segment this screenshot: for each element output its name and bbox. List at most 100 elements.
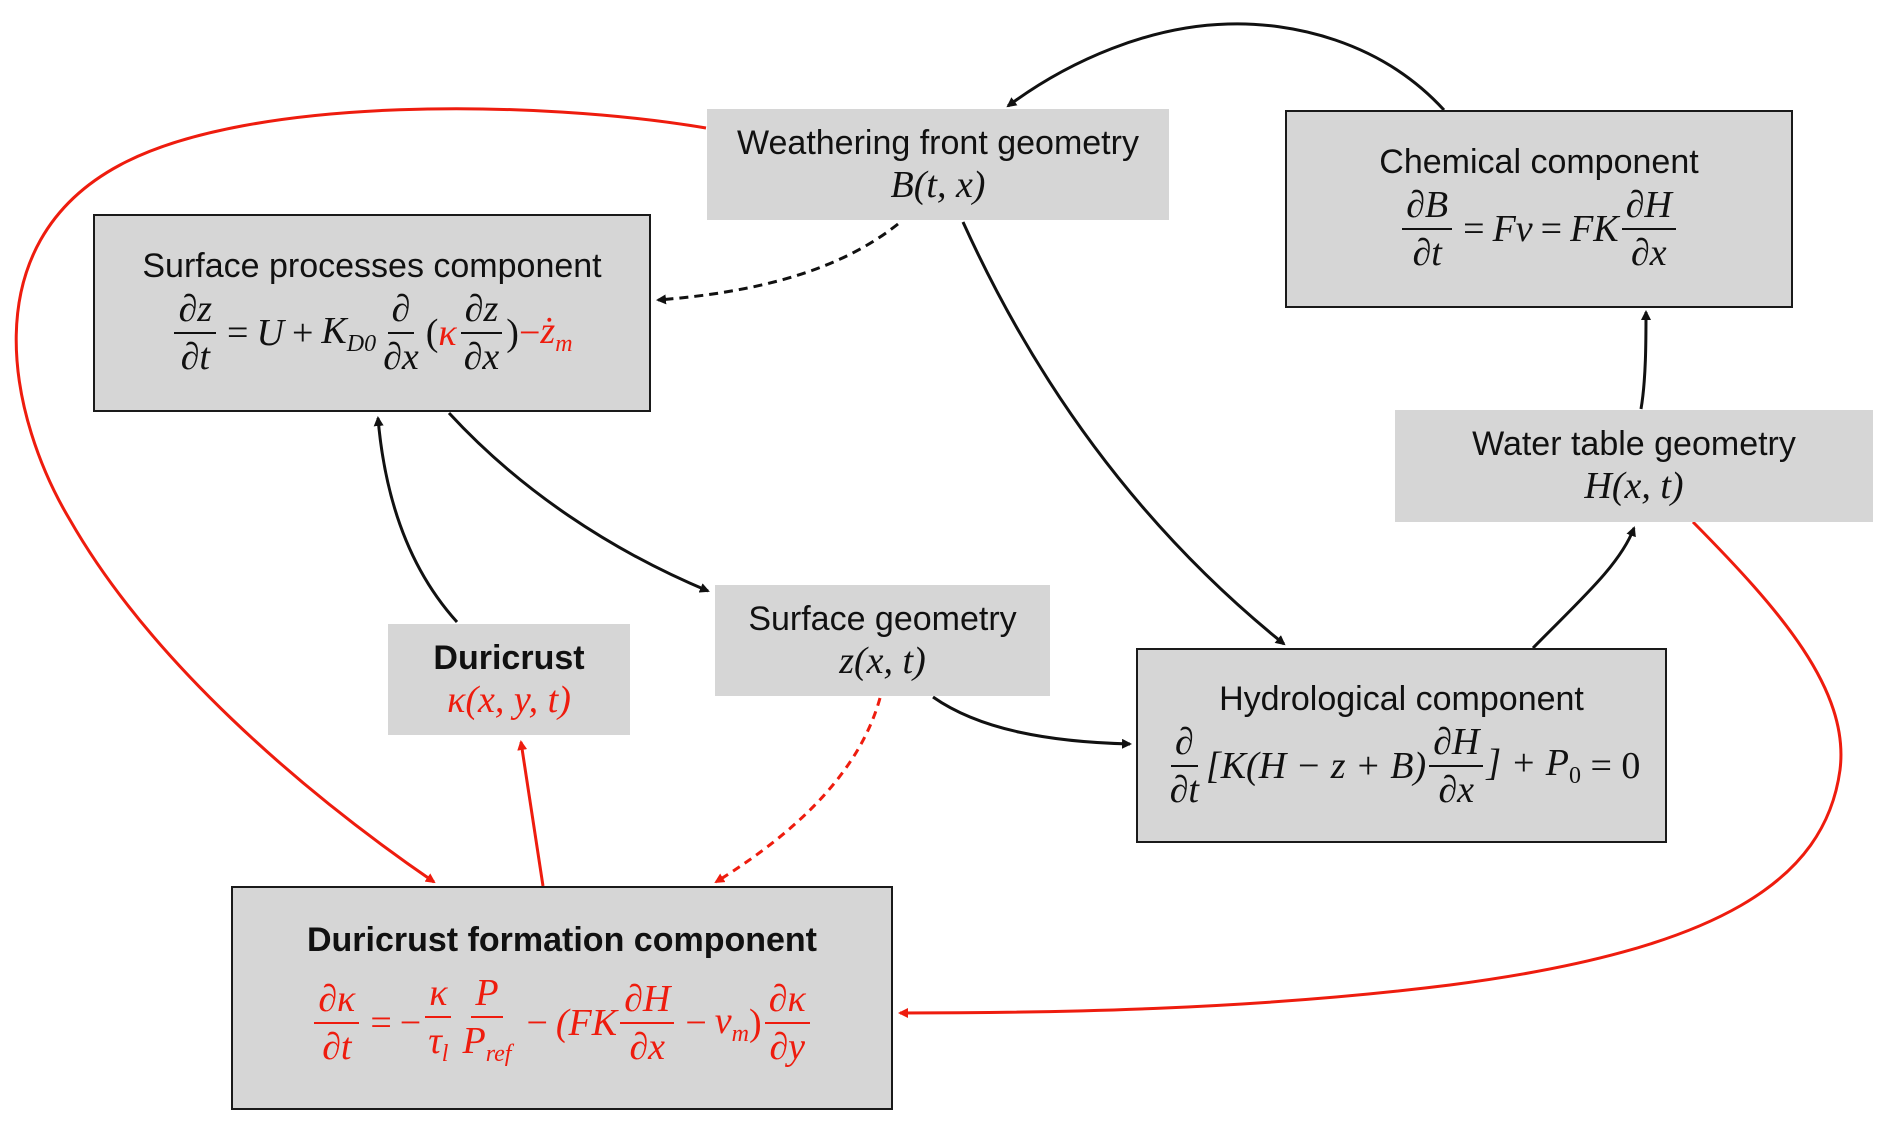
denominator: ∂x (1630, 232, 1667, 274)
numerator: P (471, 970, 503, 1018)
node-hydrological-component: Hydrological component ∂ ∂t [K(H − z + B… (1136, 648, 1667, 843)
denominator: Pref (458, 1018, 515, 1077)
numerator: ∂z (460, 286, 503, 334)
node-title: Surface processes component (142, 247, 602, 285)
numerator: ∂κ (764, 976, 810, 1024)
denominator: ∂t (1412, 232, 1442, 274)
term: Fv (1492, 208, 1533, 250)
numerator: ∂ (1170, 719, 1198, 767)
paren: ) (506, 312, 519, 354)
node-title: Surface geometry (748, 599, 1017, 638)
node-title: Duricrust formation component (306, 920, 818, 959)
numerator: ∂H (620, 976, 675, 1024)
operator: = (370, 1002, 392, 1044)
node-title: Water table geometry (1472, 425, 1796, 463)
node-duricrust-formation-component: Duricrust formation component ∂κ ∂t = − … (231, 886, 893, 1110)
edge-water-table-to-duricrust-formation (898, 520, 1843, 1018)
symbol: v (714, 999, 732, 1042)
denominator: τl (424, 1018, 452, 1077)
node-weathering-front-geometry: Weathering front geometry B(t, x) (707, 109, 1169, 220)
fraction: ∂ ∂t (1166, 719, 1203, 813)
term-kappa: κ (438, 312, 457, 354)
edge-duricrust-formation-to-duricrust (517, 740, 545, 887)
operator: − (399, 1002, 422, 1044)
subscript: D0 (346, 330, 377, 357)
symbol: K (321, 309, 347, 352)
operator: − (685, 1002, 707, 1044)
term: vm (715, 999, 749, 1048)
fraction: κ τl (424, 970, 452, 1077)
operator: − (526, 1002, 548, 1044)
denominator: ∂t (180, 336, 210, 378)
fraction: ∂κ ∂y (764, 976, 810, 1070)
edge-surface-geometry-to-hydrological (932, 695, 1132, 749)
node-water-table-geometry: Water table geometry H(x, t) (1395, 410, 1873, 522)
denominator: ∂x (383, 336, 419, 378)
fraction: P Pref (458, 970, 515, 1077)
denominator: ∂x (463, 336, 500, 378)
fraction: ∂H ∂x (1429, 719, 1484, 813)
edge-hydrological-to-water-table (1531, 526, 1636, 650)
denominator: ∂x (629, 1026, 666, 1068)
symbol: ż (540, 309, 556, 352)
fraction: ∂B ∂t (1402, 182, 1453, 276)
node-variable: z(x, t) (839, 639, 926, 682)
node-equation: ∂z ∂t = U + KD0 ∂ ∂x ( κ ∂z ∂x ) − żm (171, 286, 573, 380)
numerator: ∂κ (314, 976, 360, 1024)
edge-duricrust-to-surface-processes (373, 416, 459, 624)
edge-weathering-to-duricrust-formation (14, 107, 707, 884)
edge-weathering-to-surface-processes (656, 222, 899, 305)
fraction: ∂κ ∂t (314, 976, 360, 1070)
edge-surface-geometry-to-duricrust-formation (714, 697, 882, 884)
term: FK (1570, 208, 1619, 250)
edge-surface-processes-to-surface-geometry (447, 411, 710, 593)
node-variable: H(x, t) (1584, 465, 1684, 507)
edge-water-table-to-chemical (1639, 310, 1651, 410)
numerator: ∂z (174, 286, 217, 334)
paren: ) (749, 1002, 762, 1044)
edge-chemical-to-weathering (1006, 22, 1446, 112)
symbol: τ (428, 1019, 442, 1062)
node-variable: κ(x, y, t) (447, 678, 571, 721)
denominator: ∂x (1438, 768, 1475, 811)
fraction: ∂H ∂x (620, 976, 675, 1070)
node-title: Duricrust (433, 638, 585, 677)
fraction: ∂z ∂x (460, 286, 504, 380)
node-title: Chemical component (1379, 143, 1699, 181)
node-equation: ∂κ ∂t = − κ τl P Pref − (FK ∂H ∂x − vm )… (311, 970, 812, 1077)
numerator: ∂B (1402, 182, 1453, 230)
term-zdot: żm (540, 309, 572, 358)
numerator: ∂H (1621, 182, 1676, 230)
node-equation: ∂ ∂t [K(H − z + B) ∂H ∂x ] + P0 = 0 (1163, 719, 1641, 813)
term: ] + P0 (1486, 741, 1581, 790)
term: KD0 (321, 309, 376, 358)
term: = 0 (1580, 744, 1641, 787)
node-duricrust: Duricrust κ(x, y, t) (388, 624, 630, 735)
node-title: Weathering front geometry (737, 123, 1139, 162)
edge-weathering-to-hydrological (961, 221, 1286, 646)
subscript: ref (485, 1040, 512, 1067)
subscript: m (731, 1020, 750, 1047)
node-surface-processes-component: Surface processes component ∂z ∂t = U + … (93, 214, 651, 412)
denominator: ∂t (1169, 768, 1199, 811)
operator: − (518, 312, 541, 354)
node-title: Hydrological component (1219, 679, 1584, 718)
numerator: ∂ (387, 286, 415, 334)
operator: = (1540, 208, 1563, 250)
node-chemical-component: Chemical component ∂B ∂t = Fv = FK ∂H ∂x (1285, 110, 1793, 308)
node-surface-geometry: Surface geometry z(x, t) (715, 585, 1050, 696)
subscript: 0 (1568, 763, 1581, 789)
node-equation: ∂B ∂t = Fv = FK ∂H ∂x (1399, 182, 1679, 276)
operator: = (1463, 208, 1485, 250)
term: (FK (555, 1002, 618, 1044)
fraction: ∂ ∂x (379, 286, 423, 380)
operator: + (291, 312, 314, 354)
paren: ( (425, 312, 439, 354)
denominator: ∂t (322, 1026, 352, 1068)
operator: = (227, 312, 249, 354)
subscript: m (555, 330, 573, 357)
fraction: ∂H ∂x (1621, 182, 1676, 276)
subscript: l (441, 1040, 449, 1067)
term: [K(H − z + B) (1205, 744, 1427, 787)
